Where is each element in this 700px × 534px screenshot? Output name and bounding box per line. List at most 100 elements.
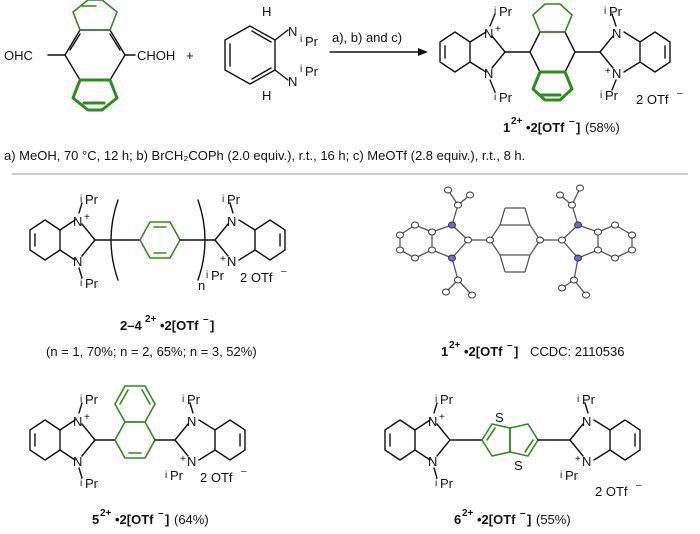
c6-s1: S — [495, 410, 504, 425]
product-1: N + N i Pr i Pr N N + i Pr i Pr 2 OTf – — [439, 3, 683, 107]
c6-ipr-4: Pr — [565, 468, 579, 483]
c24-label-salt: •2[OTf — [160, 318, 199, 333]
ipr-i-top: i — [300, 34, 302, 45]
c24-label-sup2: – — [203, 314, 209, 325]
c5-label: 5 2+ •2[OTf – ] (64%) — [92, 508, 209, 527]
c5-ipr-i-3: i — [182, 394, 184, 405]
c6-label-end: ] — [527, 512, 531, 527]
compound-6: N + N i Pr i Pr S S N N + i Pr i Pr 2 OT… — [384, 392, 642, 499]
c24-ipr-1: Pr — [85, 192, 99, 207]
product-ipr-i-2: i — [494, 92, 496, 103]
c24-n-sub: n — [198, 278, 205, 293]
c5-nplus1: + — [84, 412, 90, 423]
c24-label-main: 2–4 — [120, 318, 142, 333]
product-label-sup2: – — [569, 116, 575, 127]
c24-ipr-i-2: i — [80, 278, 82, 289]
c5-ipr-4: Pr — [170, 468, 184, 483]
c6-counterion-sup: – — [636, 480, 642, 491]
c5-n1: N — [73, 414, 82, 429]
n-bottom: N — [288, 74, 297, 89]
c6-ipr-i-4: i — [560, 470, 562, 481]
c5-counterion: 2 OTf — [200, 470, 233, 485]
ipr-i-bottom: i — [300, 64, 302, 75]
product-nplus-right: + — [605, 66, 611, 77]
reaction-arrow: a), b) and c) — [329, 30, 428, 56]
product-n-lower-left: N — [484, 66, 493, 81]
c6-ipr-1: Pr — [440, 392, 454, 407]
c5-ipr-1: Pr — [85, 392, 99, 407]
c6-ipr-i-3: i — [577, 394, 579, 405]
c24-counterion: 2 OTf — [240, 270, 273, 285]
c5-n3: N — [187, 414, 196, 429]
product-ipr-2: Pr — [499, 90, 513, 105]
c6-n4: N — [582, 454, 591, 469]
c5-nplus2: + — [180, 454, 186, 465]
c6-nplus1: + — [439, 412, 445, 423]
reaction-conditions: a) MeOH, 70 °C, 12 h; b) BrCH₂COPh (2.0 … — [4, 148, 525, 163]
c5-ipr-2: Pr — [85, 476, 99, 491]
c24-ipr-i-4: i — [206, 270, 208, 281]
c24-nplus1: + — [84, 212, 90, 223]
c24-n1: N — [73, 214, 82, 229]
xray-label-sup: 2+ — [449, 340, 461, 351]
c5-label-end: ] — [165, 512, 169, 527]
c5-ipr-i-4: i — [165, 470, 167, 481]
c5-ipr-3: Pr — [187, 392, 201, 407]
plus-sign: + — [186, 48, 194, 63]
xray-ccdc: CCDC: 2110536 — [530, 344, 624, 359]
product-ipr-3: Pr — [609, 4, 623, 19]
c24-ipr-i-3: i — [222, 194, 224, 205]
ipr-bottom: Pr — [305, 64, 319, 79]
c6-ipr-3: Pr — [582, 392, 596, 407]
c6-yield: (55%) — [536, 512, 571, 527]
c24-counterion-sup: – — [281, 266, 287, 277]
ipr-top: Pr — [305, 34, 319, 49]
product-ipr-i-1: i — [494, 6, 496, 17]
product-ipr-i-4: i — [600, 90, 602, 101]
c5-label-salt: •2[OTf — [115, 512, 154, 527]
product-label-salt: •2[OTf — [526, 120, 565, 135]
c24-nplus2: + — [220, 254, 226, 265]
c5-yield: (64%) — [174, 512, 209, 527]
product-label-sup: 2+ — [511, 116, 523, 127]
c6-label-main: 6 — [454, 512, 461, 527]
c24-n4: N — [227, 254, 236, 269]
c6-ipr-i-2: i — [435, 478, 437, 489]
c24-yields: (n = 1, 70%; n = 2, 65%; n = 3, 52%) — [46, 344, 257, 359]
nh-h-top: H — [262, 4, 271, 19]
compound-5: N + N i Pr i Pr N N + i Pr i Pr 2 OTf – — [29, 385, 247, 491]
c5-label-sup2: – — [158, 508, 164, 519]
c5-label-sup: 2+ — [100, 508, 112, 519]
product-label-end: ] — [576, 120, 580, 135]
c6-counterion: 2 OTf — [595, 484, 628, 499]
c24-ipr-4: Pr — [211, 268, 225, 283]
c5-n2: N — [73, 454, 82, 469]
c6-n3: N — [582, 414, 591, 429]
xray-label: 1 2+ •2[OTf – ] CCDC: 2110536 — [441, 340, 624, 359]
aldehyde-label-left: OHC — [4, 48, 33, 63]
c6-nplus2: + — [575, 454, 581, 465]
c6-n2: N — [428, 454, 437, 469]
c5-counterion-sup: – — [241, 466, 247, 477]
c24-label: 2–4 2+ •2[OTf – ] (n = 1, 70%; n = 2, 65… — [46, 314, 257, 359]
n-top: N — [288, 24, 297, 39]
product-ipr-4: Pr — [605, 88, 619, 103]
xray-structure — [396, 184, 636, 299]
c5-label-main: 5 — [92, 512, 99, 527]
c5-n4: N — [187, 454, 196, 469]
starting-diamine: H N i Pr N i Pr H — [224, 4, 319, 103]
c24-ipr-3: Pr — [227, 192, 241, 207]
product-nplus-left: + — [495, 24, 501, 35]
aldehyde-label-right: CHOH — [137, 48, 175, 63]
product-yield: (58%) — [585, 120, 620, 135]
xray-label-end: ] — [514, 344, 518, 359]
compound-2-4: N + N i Pr i Pr n N N + i Pr i Pr 2 OTf … — [29, 192, 287, 293]
c24-ipr-2: Pr — [85, 276, 99, 291]
product-n-upper-right: N — [612, 26, 621, 41]
product-label: 1 2+ •2[OTf – ] (58%) — [503, 116, 620, 135]
arrow-conditions-label: a), b) and c) — [332, 30, 402, 45]
xray-label-sup2: – — [507, 340, 513, 351]
c6-n1: N — [428, 414, 437, 429]
nh-h-bottom: H — [262, 88, 271, 103]
product-n-upper-left: N — [484, 26, 493, 41]
